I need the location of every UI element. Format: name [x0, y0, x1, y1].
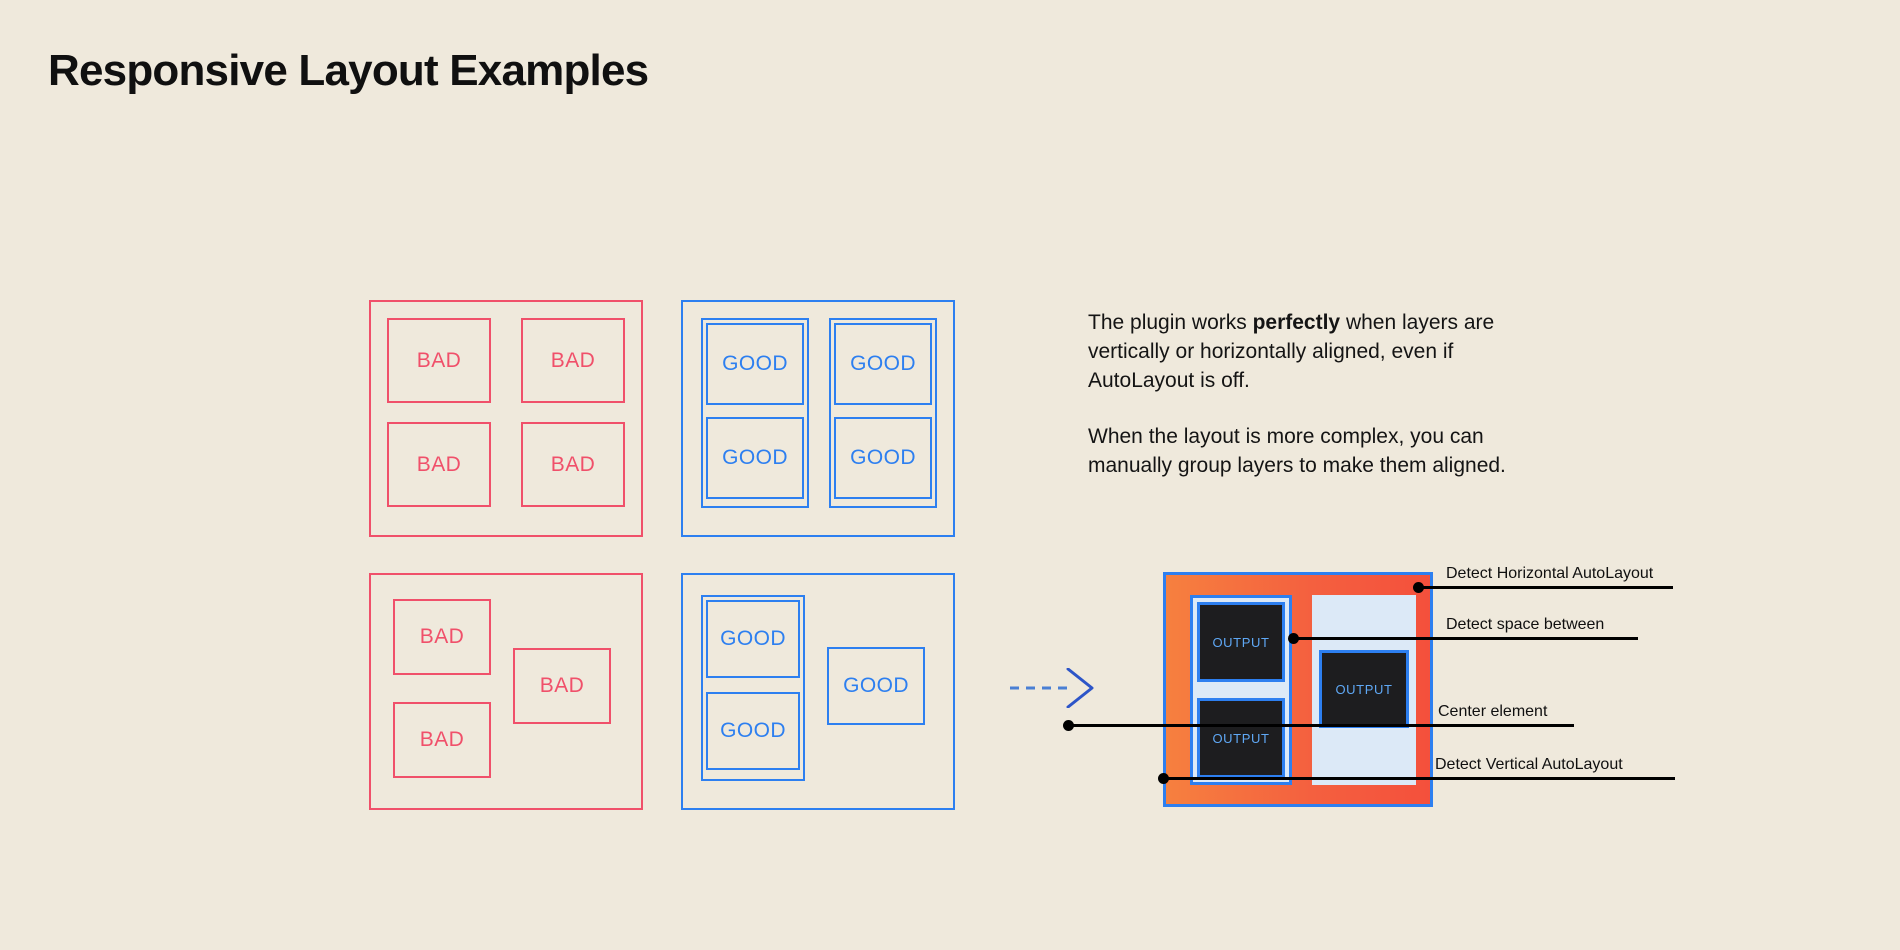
example-bad-complex-layout: BAD BAD BAD	[369, 573, 643, 810]
callout-line	[1293, 637, 1638, 640]
box-good: GOOD	[834, 417, 932, 499]
callout-label: Detect Vertical AutoLayout	[1435, 756, 1623, 773]
output-chip: OUTPUT	[1197, 602, 1285, 682]
annotated-output-diagram: OUTPUT OUTPUT OUTPUT	[1163, 572, 1433, 807]
description-p1-after: when layers are vertically or horizontal…	[1088, 311, 1495, 392]
box-bad: BAD	[513, 648, 611, 724]
page-title: Responsive Layout Examples	[48, 46, 649, 95]
description-paragraph-1: The plugin works perfectly when layers a…	[1088, 308, 1558, 395]
good-group-column-right: GOOD GOOD	[829, 318, 937, 508]
description-text: The plugin works perfectly when layers a…	[1088, 308, 1558, 480]
output-group-vertical-stack: OUTPUT OUTPUT	[1190, 595, 1292, 785]
example-good-aligned-grid: GOOD GOOD GOOD GOOD	[681, 300, 955, 537]
good-group-column-left: GOOD GOOD	[701, 318, 809, 508]
callout-line	[1418, 586, 1673, 589]
description-paragraph-2: When the layout is more complex, you can…	[1088, 425, 1506, 477]
good-group-stacked-column: GOOD GOOD	[701, 595, 805, 781]
output-chip: OUTPUT	[1197, 698, 1285, 778]
box-good: GOOD	[706, 692, 800, 770]
box-bad: BAD	[393, 599, 491, 675]
callout-label: Detect space between	[1446, 616, 1605, 633]
box-good: GOOD	[706, 323, 804, 405]
description-p1-bold: perfectly	[1252, 311, 1341, 334]
output-panel-centered: OUTPUT	[1312, 595, 1416, 785]
callout-label: Detect Horizontal AutoLayout	[1446, 565, 1654, 582]
box-bad: BAD	[521, 422, 625, 507]
box-bad: BAD	[521, 318, 625, 403]
box-good: GOOD	[706, 417, 804, 499]
box-bad: BAD	[387, 422, 491, 507]
box-bad: BAD	[387, 318, 491, 403]
callout-line	[1068, 724, 1574, 727]
example-good-complex-layout: GOOD GOOD GOOD	[681, 573, 955, 810]
box-good: GOOD	[706, 600, 800, 678]
dashed-arrow-right-icon	[1010, 667, 1100, 709]
description-p1-before: The plugin works	[1088, 311, 1253, 334]
output-chip: OUTPUT	[1319, 650, 1409, 728]
callout-label: Center element	[1438, 703, 1548, 720]
box-bad: BAD	[393, 702, 491, 778]
box-good: GOOD	[834, 323, 932, 405]
example-bad-aligned-grid: BAD BAD BAD BAD	[369, 300, 643, 537]
box-good: GOOD	[827, 647, 925, 725]
callout-line	[1163, 777, 1675, 780]
